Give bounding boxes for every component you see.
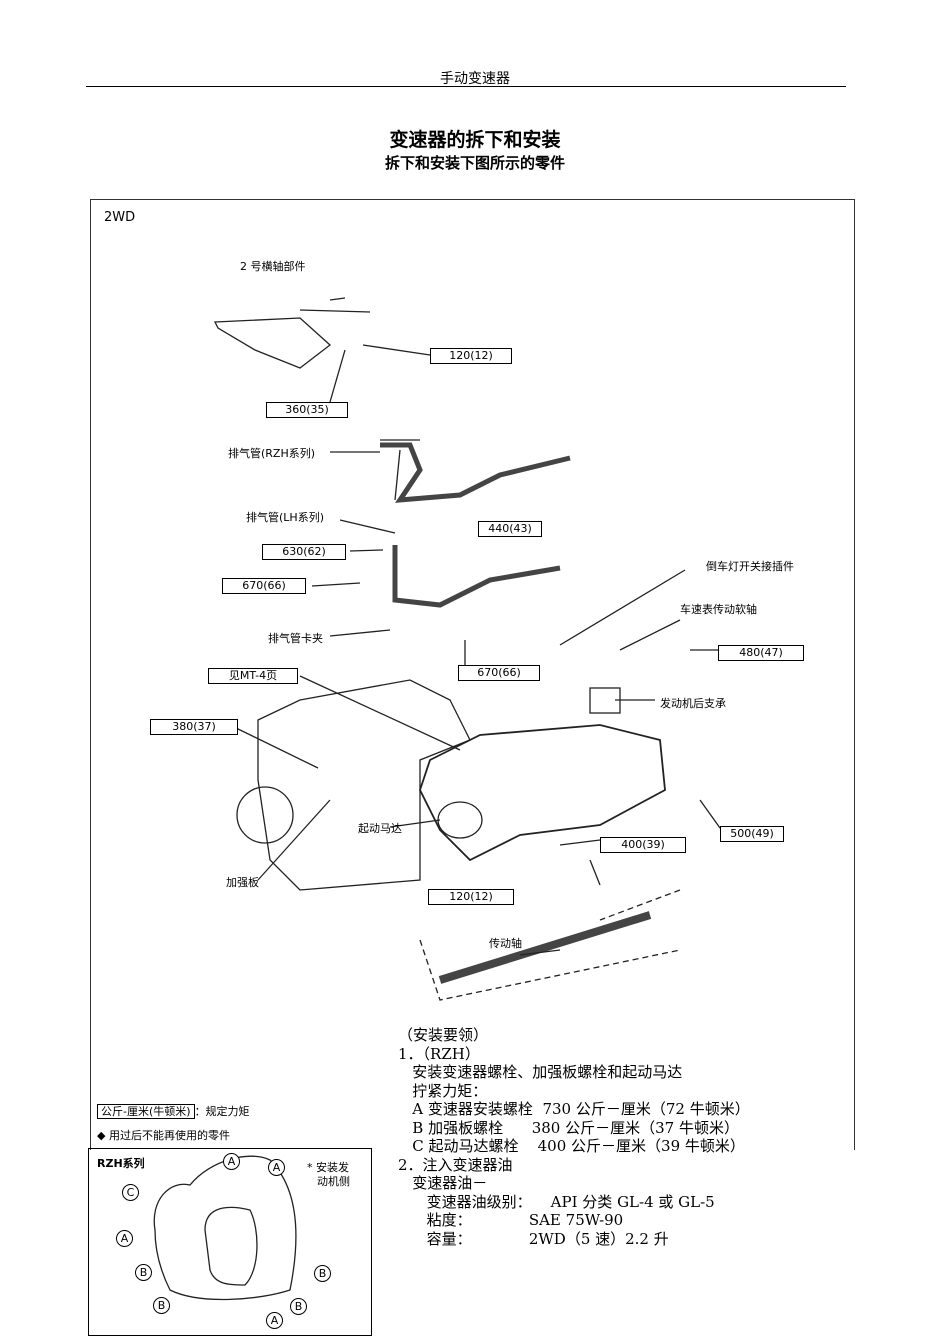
- inset-note-2: 动机侧: [317, 1175, 350, 1188]
- bolt-label: B: [153, 1297, 170, 1314]
- torque-box: 440(43): [478, 521, 542, 537]
- install-notes: （安装要领）1．（RZH） 安装变速器螺栓、加强板螺栓和起动马达 拧紧力矩： A…: [398, 1026, 750, 1248]
- note-line: 1．（RZH）: [398, 1044, 480, 1063]
- inset-note-1: * 安装发: [307, 1161, 349, 1174]
- header-rule: [86, 86, 846, 87]
- torque-box: 670(66): [222, 578, 306, 594]
- torque-box: 见MT-4页: [208, 668, 298, 684]
- note-line: C 起动马达螺栓 400 公斤－厘米（39 牛顿米）: [398, 1137, 745, 1155]
- note-line: （安装要领）: [398, 1026, 489, 1044]
- callout-backup-light: 倒车灯开关接插件: [706, 560, 794, 573]
- inset-title: RZH系列: [97, 1157, 145, 1170]
- note-line: B 加强板螺栓 380 公斤－厘米（37 牛顿米）: [398, 1118, 739, 1137]
- bolt-label: B: [290, 1298, 307, 1315]
- torque-box: 120(12): [428, 889, 514, 905]
- bolt-label: A: [223, 1153, 240, 1170]
- torque-box: 670(66): [458, 665, 540, 681]
- rzh-inset: RZH系列 * 安装发 动机侧: [88, 1148, 372, 1336]
- variant-label: 2WD: [104, 210, 136, 225]
- torque-box: 380(37): [150, 719, 238, 735]
- torque-box: 360(35): [266, 402, 348, 418]
- diamond-icon: ◆: [97, 1129, 109, 1142]
- callout-exhaust-rzh: 排气管(RZH系列): [228, 447, 316, 460]
- legend: 公斤-厘米(牛顿米)：规定力矩 ◆ 用过后不能再使用的零件: [97, 1103, 250, 1143]
- legend-torque-text: ：规定力矩: [194, 1105, 250, 1118]
- crossmember-shape: [213, 317, 332, 369]
- torque-box: 480(47): [718, 645, 804, 661]
- note-line: 容量： 2WD（5 速）2.2 升: [398, 1229, 669, 1248]
- propshaft-shape: [438, 911, 652, 984]
- callout-rear-mount: 发动机后支承: [660, 697, 726, 710]
- note-line: 安装变速器螺栓、加强板螺栓和起动马达: [398, 1063, 683, 1081]
- fan-shape: [236, 786, 294, 844]
- engine-shape: [257, 679, 471, 891]
- callout-exhaust-lh: 排气管(LH系列): [246, 511, 324, 524]
- note-line: 粘度： SAE 75W-90: [398, 1211, 624, 1229]
- callout-exhaust-clamp: 排气管卡夹: [268, 632, 323, 645]
- diagram-frame: [90, 199, 855, 1150]
- legend-torque-box: 公斤-厘米(牛顿米): [97, 1104, 195, 1119]
- running-header: 手动变速器: [440, 71, 510, 87]
- bolt-label: A: [266, 1312, 283, 1329]
- page-title: 变速器的拆下和安装: [389, 129, 561, 151]
- callout-crossmember: 2 号横轴部件: [240, 260, 306, 273]
- note-line: 变速器油－: [398, 1174, 488, 1192]
- callout-propshaft: 传动轴: [489, 937, 522, 950]
- note-line: 变速器油级别： API 分类 GL-4 或 GL-5: [398, 1192, 715, 1211]
- torque-box: 630(62): [262, 544, 346, 560]
- bolt-label: C: [122, 1184, 139, 1201]
- legend-nonreusable: 用过后不能再使用的零件: [108, 1129, 230, 1142]
- transmission-shape: [419, 724, 666, 862]
- bellhousing-outline: [153, 1155, 297, 1301]
- torque-box: 400(39): [600, 837, 686, 853]
- callout-speedo-cable: 车速表传动软轴: [680, 603, 757, 616]
- note-line: A 变速器安装螺栓 730 公斤－厘米（72 牛顿米）: [398, 1100, 750, 1118]
- callout-stiffener: 加强板: [226, 876, 259, 889]
- bolt-label: B: [135, 1264, 152, 1281]
- torque-box: 500(49): [720, 826, 784, 842]
- page-subtitle: 拆下和安装下图所示的零件: [384, 154, 565, 172]
- starter-shape: [437, 801, 483, 839]
- torque-box: 120(12): [430, 348, 512, 364]
- bolt-label: A: [116, 1230, 133, 1247]
- note-line: 拧紧力矩：: [398, 1081, 488, 1100]
- bolt-label: B: [314, 1265, 331, 1282]
- note-line: 2．注入变速器油: [398, 1155, 513, 1174]
- bolt-label: A: [268, 1159, 285, 1176]
- callout-starter: 起动马达: [358, 822, 402, 835]
